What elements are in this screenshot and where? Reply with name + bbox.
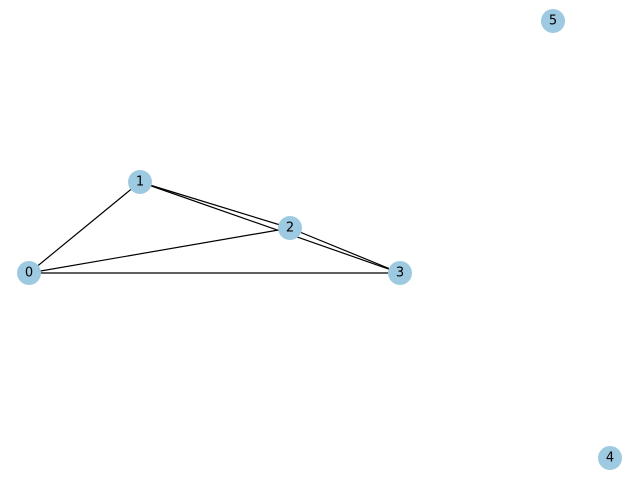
node-label: 2 xyxy=(286,221,294,236)
node-5: 5 xyxy=(541,9,565,33)
edge-1-3 xyxy=(139,181,401,274)
node-circle xyxy=(128,170,152,194)
node-label: 0 xyxy=(25,266,33,281)
node-3: 3 xyxy=(388,261,412,285)
node-circle xyxy=(17,261,41,285)
node-circle xyxy=(278,216,302,240)
node-circle xyxy=(598,446,622,470)
edge-0-2 xyxy=(28,227,291,274)
node-circle xyxy=(541,9,565,33)
edge-0-1 xyxy=(28,181,141,274)
node-label: 3 xyxy=(396,266,404,281)
edge-1-2 xyxy=(139,181,291,229)
node-4: 4 xyxy=(598,446,622,470)
edges-layer xyxy=(28,181,401,274)
node-0: 0 xyxy=(17,261,41,285)
node-label: 5 xyxy=(549,14,557,29)
node-2: 2 xyxy=(278,216,302,240)
node-1: 1 xyxy=(128,170,152,194)
node-label: 4 xyxy=(606,451,614,466)
node-circle xyxy=(388,261,412,285)
edge-2-3 xyxy=(289,227,401,274)
node-label: 1 xyxy=(136,175,144,190)
nodes-layer: 0 1 2 3 4 5 xyxy=(17,9,622,470)
